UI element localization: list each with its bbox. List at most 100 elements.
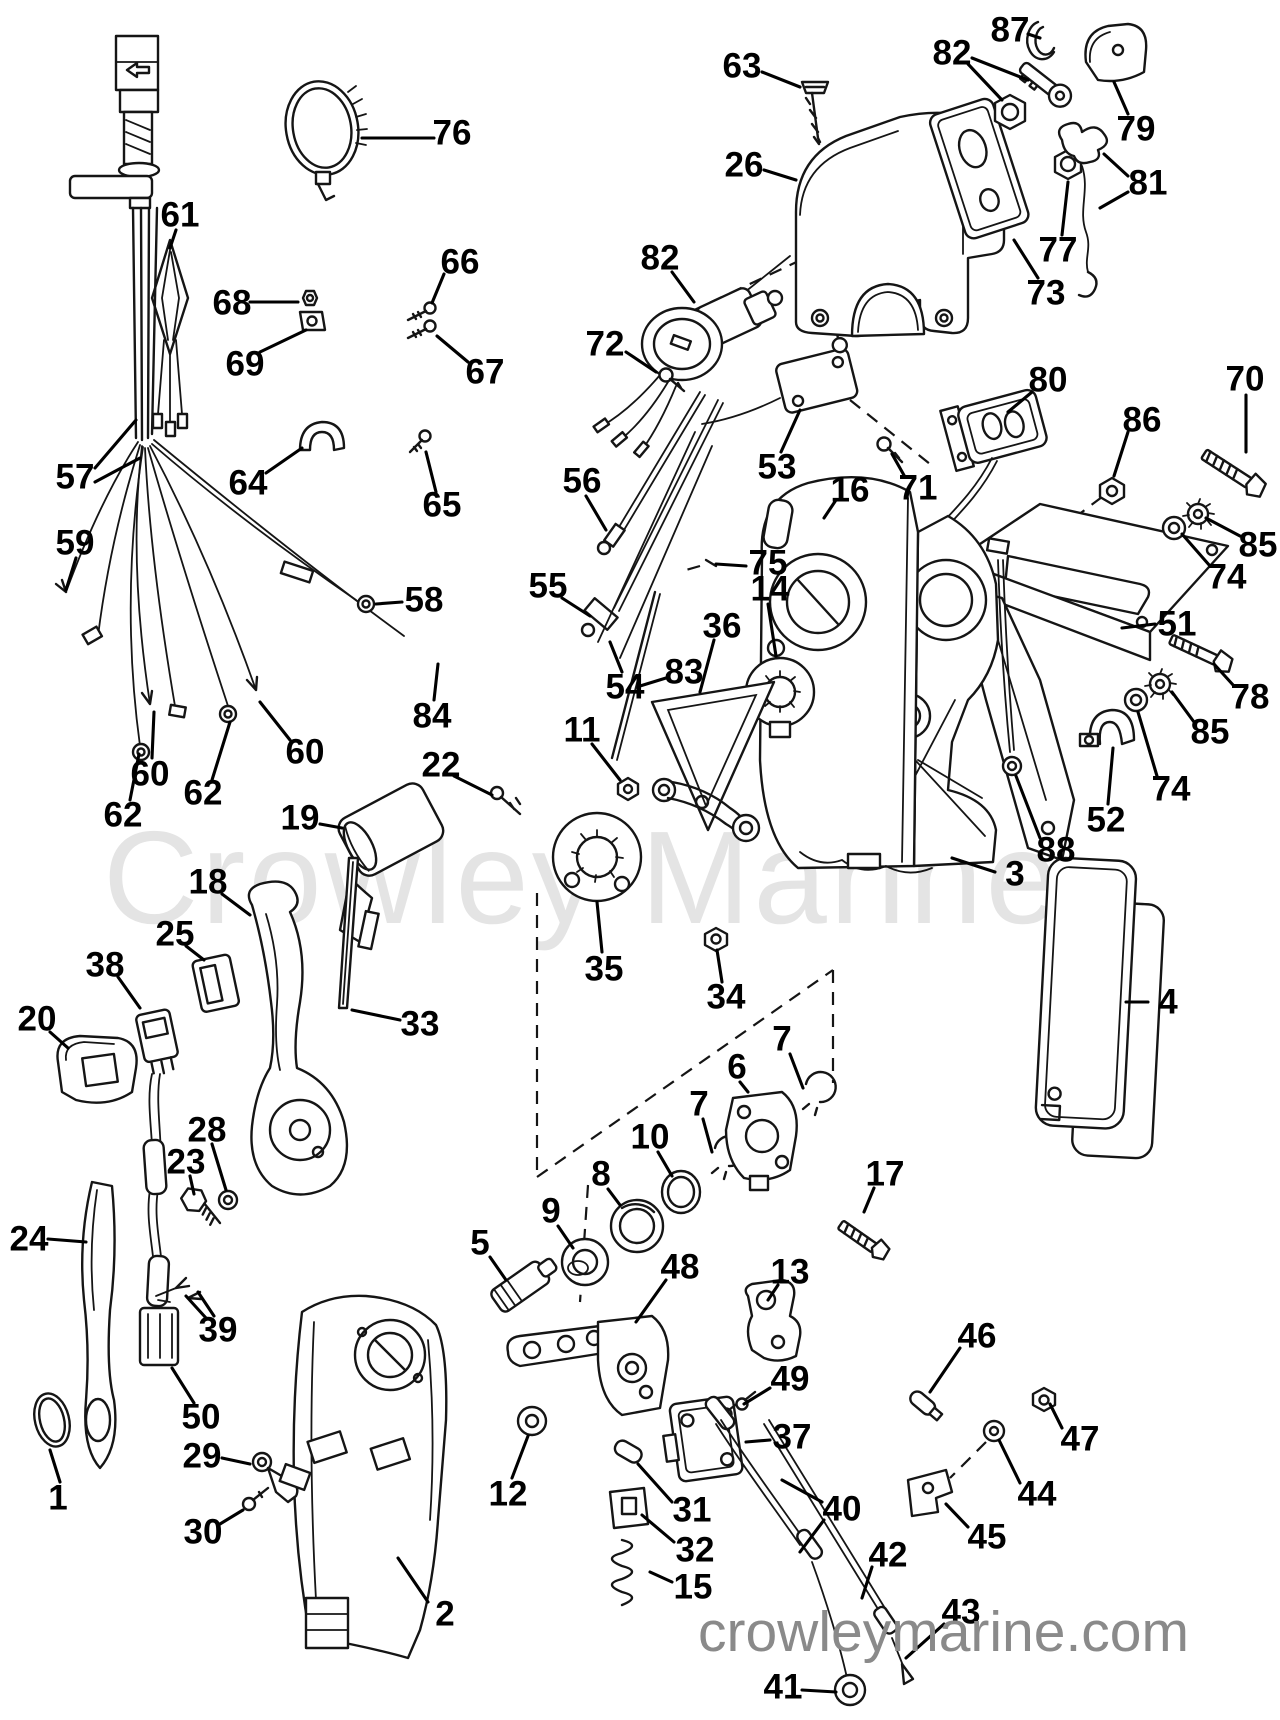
part-label-82: 82 (933, 34, 972, 73)
part-label-50: 50 (182, 1398, 221, 1437)
part-label-52: 52 (1087, 801, 1126, 840)
part-label-45: 45 (968, 1518, 1007, 1557)
cables-and-rods-drawing (580, 255, 791, 761)
part-label-73: 73 (1027, 274, 1066, 313)
leader-line-60 (258, 700, 292, 742)
leader-line-32 (640, 1513, 676, 1544)
part-label-57: 57 (56, 458, 95, 497)
leader-line-10 (656, 1150, 674, 1178)
leader-line-58 (374, 600, 404, 606)
leader-line-64 (264, 446, 304, 475)
part-label-30: 30 (184, 1513, 223, 1552)
part-label-28: 28 (188, 1111, 227, 1150)
part-label-66: 66 (441, 243, 480, 282)
leader-line-88 (1014, 774, 1042, 840)
leader-line-11 (590, 742, 622, 782)
part-label-18: 18 (189, 863, 228, 902)
leader-line-50 (170, 1366, 196, 1405)
part-label-14: 14 (751, 570, 790, 609)
part-label-29: 29 (183, 1437, 222, 1476)
part-label-85: 85 (1239, 526, 1278, 565)
part-label-12: 12 (489, 1475, 528, 1514)
part-label-54: 54 (606, 668, 645, 707)
part-label-1: 1 (48, 1479, 67, 1518)
part-label-53: 53 (758, 448, 797, 487)
shift-cables-drawing (662, 1220, 1057, 1707)
part-label-9: 9 (541, 1192, 560, 1231)
part-label-88: 88 (1037, 831, 1076, 870)
leader-line-29 (220, 1456, 252, 1466)
leader-line-36 (698, 638, 716, 694)
part-label-8: 8 (591, 1155, 610, 1194)
leader-line-35 (595, 900, 604, 954)
part-label-13: 13 (771, 1253, 810, 1292)
part-label-39: 39 (199, 1311, 238, 1350)
leader-line-80 (1006, 390, 1034, 414)
part-label-74: 74 (1208, 558, 1247, 597)
part-label-78: 78 (1231, 678, 1270, 717)
clamp-screws-drawing (298, 289, 437, 454)
side-panel-drawing (1034, 856, 1166, 1160)
leader-line-13 (766, 1283, 780, 1302)
part-label-70: 70 (1226, 360, 1265, 399)
leader-line-22 (452, 774, 494, 797)
part-label-77: 77 (1039, 231, 1078, 270)
leader-line-63 (760, 70, 802, 89)
leader-line-2 (396, 1556, 430, 1604)
part-label-47: 47 (1061, 1420, 1100, 1459)
part-label-38: 38 (86, 946, 125, 985)
part-label-71: 71 (899, 469, 938, 508)
leader-line-24 (46, 1237, 88, 1244)
part-labels-layer: 1234567789101112131415161718192022232425… (10, 11, 1278, 1707)
part-label-31: 31 (673, 1491, 712, 1530)
shaft-and-bearings-drawing (490, 1070, 837, 1313)
part-label-59: 59 (56, 524, 95, 563)
shift-mechanism-drawing (551, 656, 816, 953)
leader-line-41 (800, 1688, 838, 1694)
leader-line-82 (670, 270, 696, 304)
part-label-80: 80 (1029, 361, 1068, 400)
part-label-86: 86 (1123, 401, 1162, 440)
leader-line-49 (742, 1386, 772, 1406)
leader-line-30 (218, 1508, 245, 1526)
leader-line-3 (950, 856, 997, 874)
part-label-62: 62 (104, 796, 143, 835)
cable-tie-drawing (284, 80, 368, 202)
leader-line-77 (1060, 180, 1070, 237)
leader-line-52 (1106, 746, 1115, 806)
part-label-55: 55 (529, 567, 568, 606)
part-label-67: 67 (466, 353, 505, 392)
leader-line-51 (1120, 622, 1157, 630)
leader-line-57 (93, 418, 138, 470)
leader-line-72 (624, 350, 658, 374)
part-label-69: 69 (226, 345, 265, 384)
leader-line-38 (116, 975, 142, 1010)
wiring-harness-drawing (54, 34, 405, 762)
part-label-43: 43 (942, 1593, 981, 1632)
leader-line-59 (64, 556, 78, 592)
leader-line-33 (350, 1008, 402, 1022)
part-label-62: 62 (184, 774, 223, 813)
part-label-2: 2 (435, 1595, 454, 1634)
part-label-74: 74 (1152, 770, 1191, 809)
leader-line-87 (1026, 32, 1042, 40)
leader-line-81 (1098, 190, 1130, 210)
part-label-15: 15 (674, 1568, 713, 1607)
leader-line-57 (93, 456, 142, 484)
leader-line-48 (634, 1278, 668, 1324)
bottom-housing-drawing (138, 1278, 802, 1660)
leader-line-62 (128, 752, 141, 802)
leader-line-55 (560, 596, 592, 618)
wire-separator-drawing (150, 238, 190, 438)
leader-line-62 (210, 720, 232, 782)
control-cover-drawing (794, 20, 1148, 338)
part-label-46: 46 (958, 1317, 997, 1356)
part-label-32: 32 (676, 1531, 715, 1570)
part-label-58: 58 (405, 581, 444, 620)
leader-line-42 (860, 1565, 874, 1600)
part-label-36: 36 (703, 607, 742, 646)
leader-line-65 (424, 450, 438, 494)
part-label-37: 37 (773, 1418, 812, 1457)
